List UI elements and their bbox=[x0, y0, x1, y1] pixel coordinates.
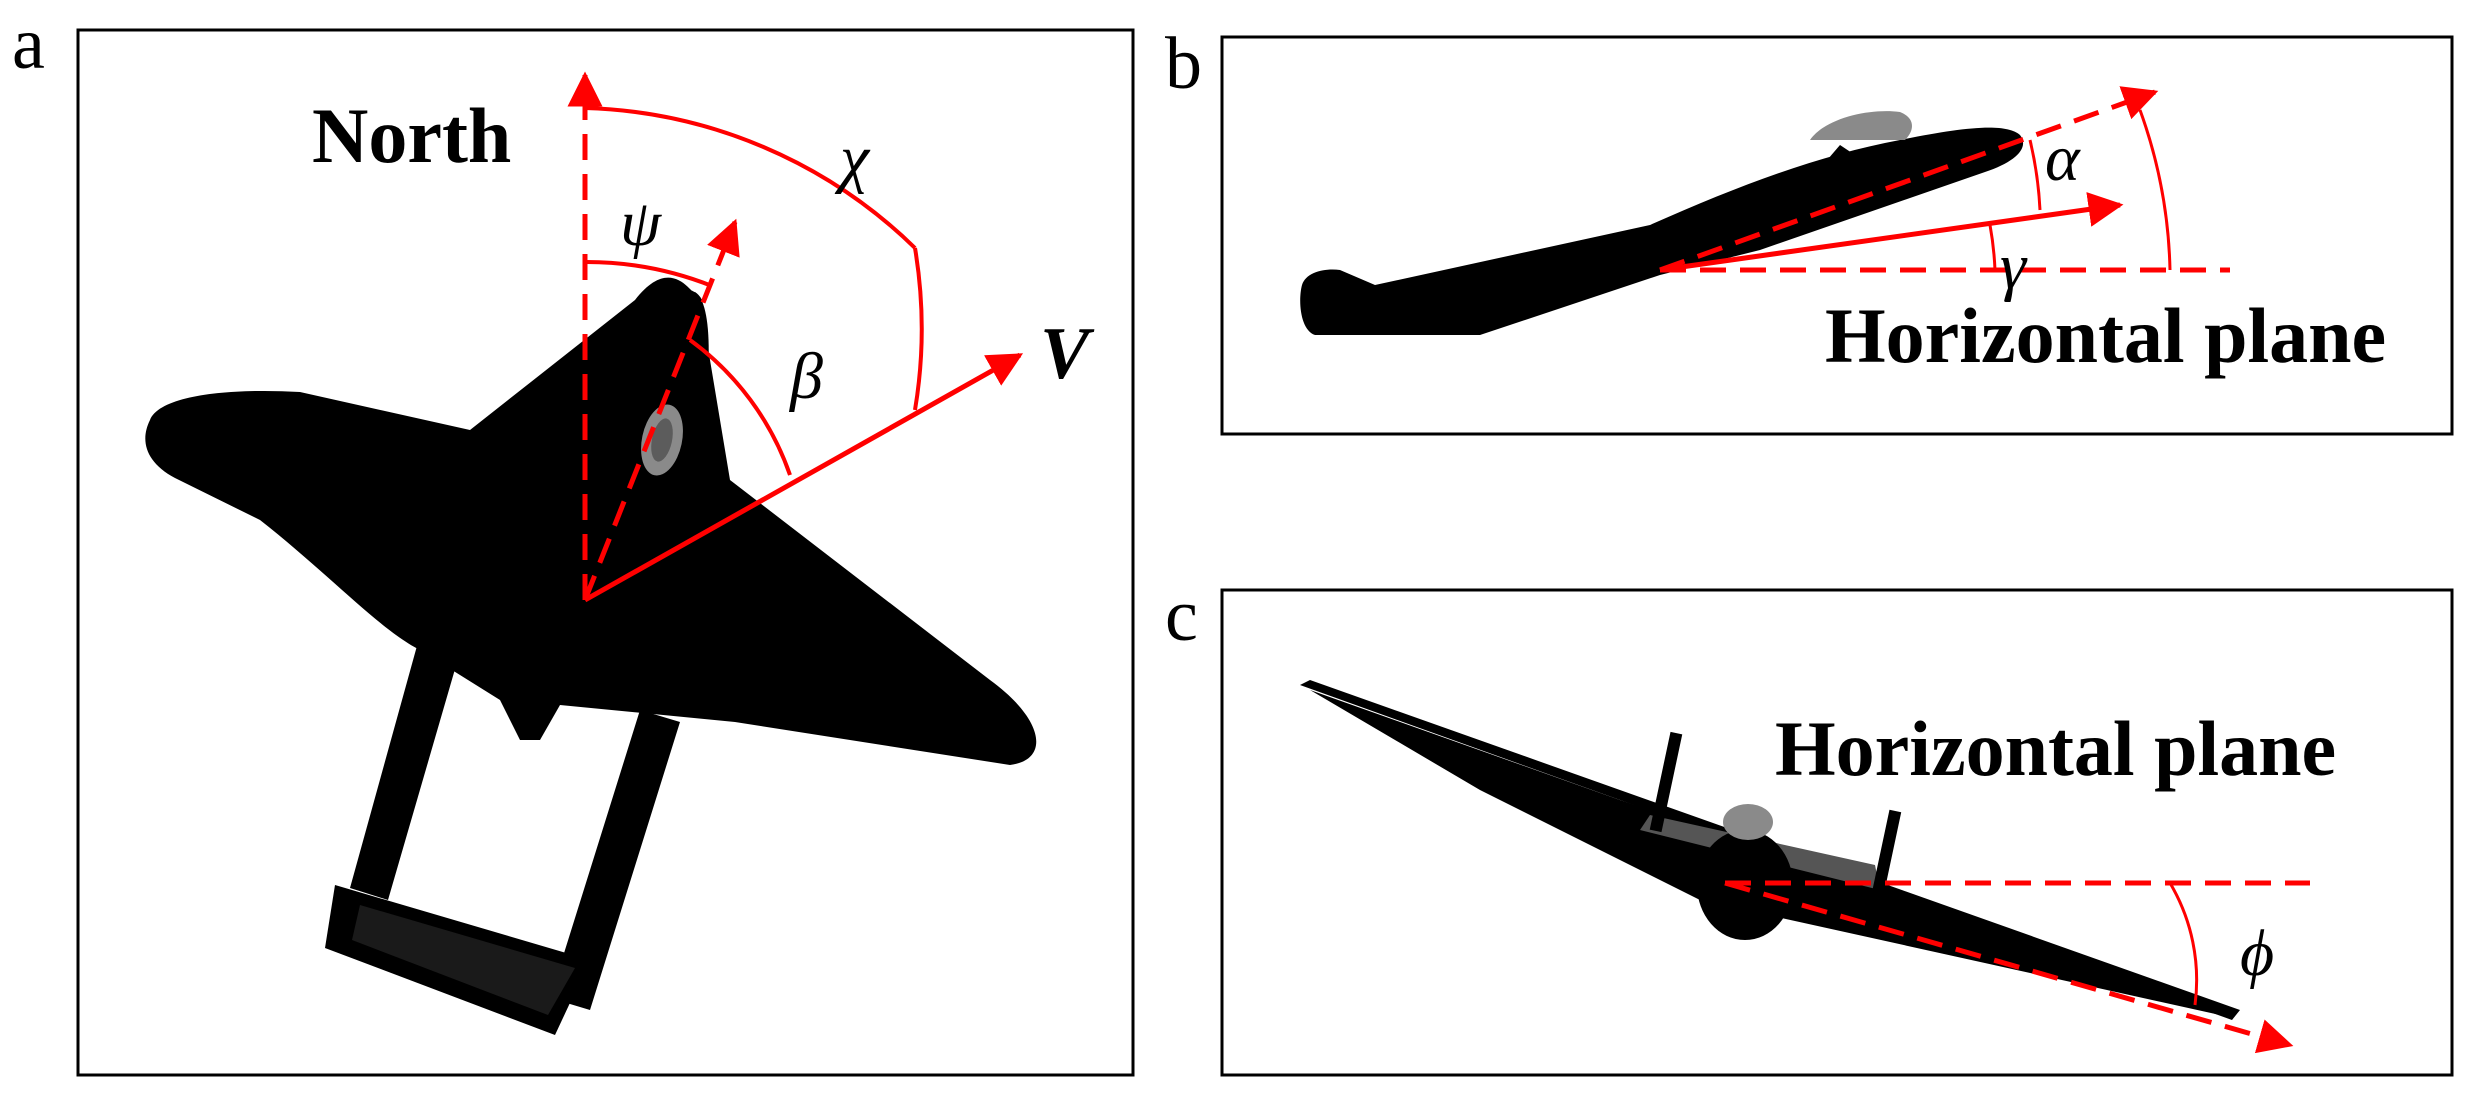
psi-arc bbox=[584, 259, 713, 288]
velocity-label: V bbox=[1040, 313, 1095, 395]
wing-axis-arrow bbox=[1724, 880, 2294, 1054]
panel-b-frame bbox=[1220, 35, 2454, 436]
velocity-vector-arrow-b bbox=[1659, 192, 2124, 273]
phi-arc bbox=[2168, 882, 2199, 1006]
alpha-label: α bbox=[2045, 122, 2081, 195]
panel-a: a North χ ψ β bbox=[12, 3, 1135, 1077]
chi-arc bbox=[584, 106, 917, 250]
body-axis-arrow bbox=[1659, 86, 2159, 273]
panel-c-frame bbox=[1220, 588, 2454, 1077]
chi-label: χ bbox=[834, 122, 871, 195]
beta-arc bbox=[688, 338, 792, 476]
horizontal-plane-label-c: Horizontal plane bbox=[1775, 705, 2336, 792]
pitch-arc bbox=[2138, 109, 2172, 271]
north-label: North bbox=[312, 92, 511, 179]
panel-a-frame bbox=[76, 28, 1135, 1077]
beta-label: β bbox=[788, 340, 823, 413]
chi-arc-lower bbox=[913, 247, 924, 411]
phi-label: ϕ bbox=[2240, 917, 2274, 990]
horizontal-plane-label-b: Horizontal plane bbox=[1825, 292, 2386, 379]
panel-letter-a: a bbox=[12, 3, 45, 85]
gamma-arc bbox=[1988, 224, 1997, 271]
panel-b: b α γ Horizontal plane bbox=[1165, 23, 2454, 436]
panel-c: c Horizontal plane ϕ bbox=[1165, 575, 2454, 1077]
psi-label: ψ bbox=[620, 187, 662, 260]
panel-letter-c: c bbox=[1165, 575, 1198, 657]
aircraft-side-view-icon bbox=[1300, 111, 2024, 335]
panel-letter-b: b bbox=[1165, 23, 1202, 105]
gamma-label: γ bbox=[2000, 230, 2028, 303]
aircraft-front-view-icon bbox=[1300, 680, 2240, 1020]
aircraft-top-view-icon bbox=[145, 277, 1037, 1035]
alpha-arc bbox=[2028, 139, 2042, 211]
velocity-vector-arrow bbox=[583, 352, 1024, 603]
